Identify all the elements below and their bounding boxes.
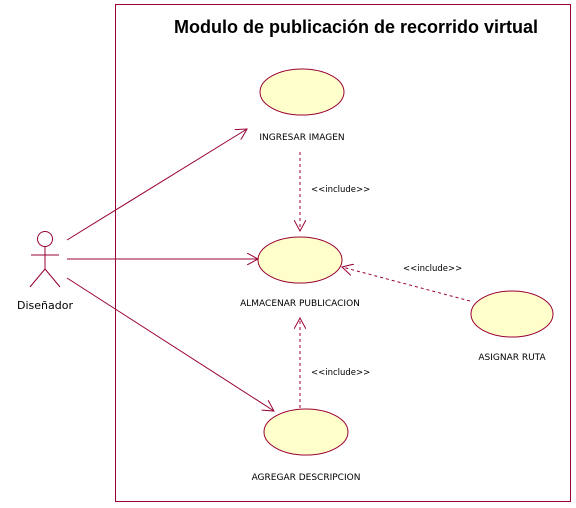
usecase-ellipse	[263, 408, 349, 456]
actor-name: Diseñador	[17, 299, 73, 312]
usecase-ingresar-imagen[interactable]: INGRESAR IMAGEN	[259, 68, 345, 143]
include-label-2: <<include>>	[403, 264, 462, 274]
actor-disenador[interactable]	[29, 231, 61, 288]
actor-left-leg	[29, 268, 46, 288]
usecase-ellipse	[470, 290, 554, 338]
actor-right-leg	[44, 268, 61, 288]
usecase-label: AGREGAR DESCRIPCION	[252, 473, 361, 483]
usecase-almacenar-publicacion[interactable]: ALMACENAR PUBLICACION	[240, 236, 360, 309]
usecase-asignar-ruta[interactable]: ASIGNAR RUTA	[470, 290, 554, 363]
actor-head	[37, 231, 53, 247]
system-title: Modulo de publicación de recorrido virtu…	[174, 17, 538, 37]
usecase-label: ASIGNAR RUTA	[478, 353, 546, 363]
usecase-label: ALMACENAR PUBLICACION	[240, 299, 360, 309]
usecase-ellipse	[259, 68, 345, 116]
include-label-3: <<include>>	[311, 368, 370, 378]
system-boundary	[115, 4, 571, 502]
usecase-label: INGRESAR IMAGEN	[259, 133, 344, 143]
include-label-1: <<include>>	[311, 185, 370, 195]
usecase-agregar-descripcion[interactable]: AGREGAR DESCRIPCION	[252, 408, 361, 483]
association-agregar-descripcion	[66, 277, 274, 411]
association-ingresar-imagen	[66, 129, 247, 241]
include-arrow-asignar-ruta	[342, 267, 471, 302]
usecase-ellipse	[257, 236, 343, 284]
